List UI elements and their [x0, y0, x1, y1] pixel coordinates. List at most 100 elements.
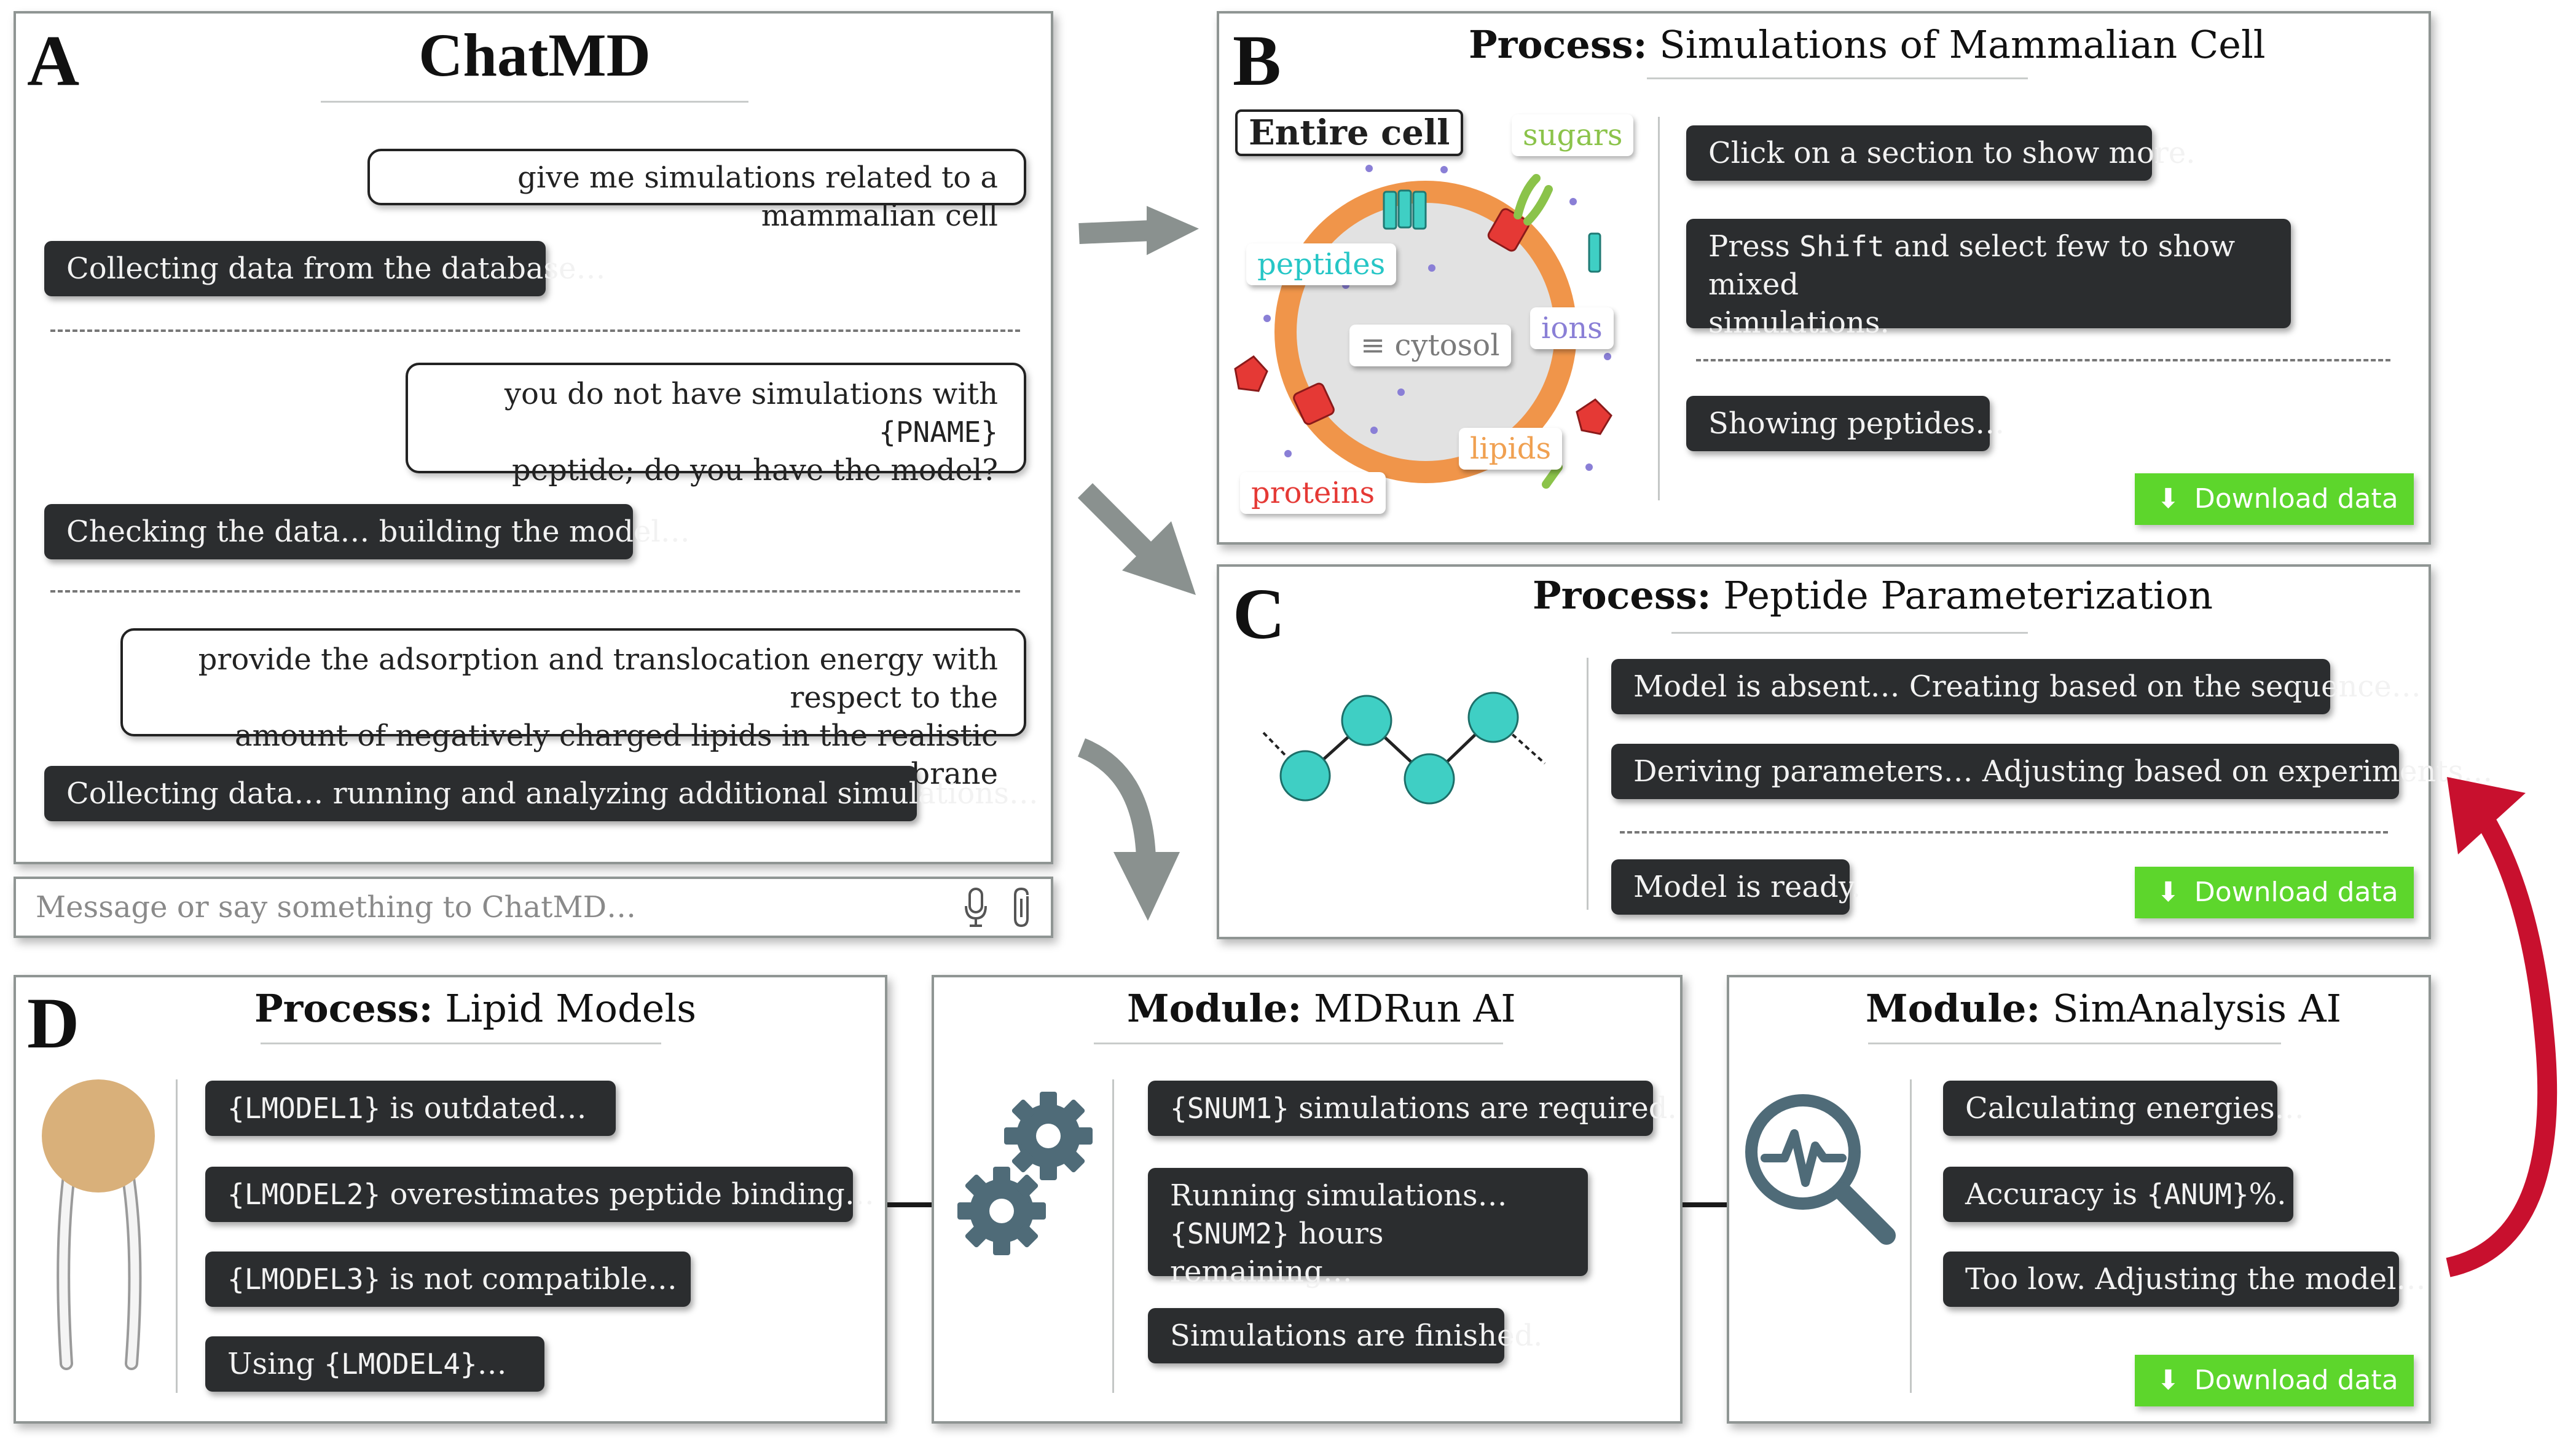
panel-b-title-rest: Simulations of Mammalian Cell — [1659, 22, 2266, 67]
calculating-energies-message: Calculating energies… — [1943, 1081, 2304, 1136]
user-message-2-line1: you do not have simulations with {PNAME} — [434, 375, 998, 451]
snum1-code: {SNUM1} — [1170, 1092, 1289, 1125]
panel-a-letter: A — [27, 20, 80, 101]
free-peptide[interactable] — [1588, 232, 1601, 273]
membrane-protein-left[interactable] — [1292, 382, 1335, 426]
sim-title-underline — [1868, 1043, 2281, 1044]
lmodel3-text: is not compatible… — [390, 1262, 677, 1296]
lmodel1-code: {LMODEL1} — [227, 1092, 381, 1125]
mdrun-title-underline — [1094, 1043, 1503, 1044]
user-message-3-line1: provide the adsorption and translocation… — [198, 642, 998, 715]
user-message-2: you do not have simulations with {PNAME}… — [406, 363, 1026, 487]
shift-select-message: Press Shift and select few to show mixed… — [1686, 219, 2291, 340]
mdrun-divider — [1112, 1079, 1114, 1393]
sugar-chain-2[interactable] — [1523, 185, 1553, 226]
panel-c-title-rest: Peptide Parameterization — [1723, 573, 2213, 618]
panel-b-title-bold: Process: — [1469, 22, 1647, 67]
download-b-label: Download data — [2194, 483, 2398, 514]
chat-title: ChatMD — [418, 21, 651, 89]
chat-separator-1 — [50, 329, 1020, 332]
membrane-channel-teal[interactable] — [1383, 189, 1427, 230]
lipid-fragment[interactable] — [1542, 463, 1563, 489]
chat-separator-2 — [50, 590, 1020, 593]
running-line2: {SNUM2} hours remaining… — [1170, 1215, 1566, 1291]
user-message-1: give me simulations related to a mammali… — [367, 149, 1026, 233]
snum1-text: simulations are required. — [1298, 1091, 1677, 1126]
peptides-label[interactable]: peptides — [1246, 243, 1397, 285]
panel-b-separator — [1696, 359, 2390, 361]
sugars-label[interactable]: sugars — [1512, 114, 1634, 156]
snum1-message: {SNUM1} simulations are required. — [1148, 1081, 1677, 1136]
microphone-icon[interactable] — [964, 888, 988, 928]
sim-title-bold: Module: — [1866, 986, 2041, 1031]
chat-input-box[interactable]: Message or say something to ChatMD… — [14, 877, 1053, 938]
shift-select-line1: Press Shift and select few to show mixed — [1708, 227, 2269, 304]
download-icon: ⬇ — [2157, 1365, 2180, 1396]
press-rest: and select few to show mixed — [1708, 229, 2236, 302]
snum2-code: {SNUM2} — [1170, 1217, 1289, 1250]
lmodel2-code: {LMODEL2} — [227, 1178, 381, 1211]
bot-message-2: Checking the data… building the model… — [44, 504, 690, 559]
ions-label[interactable]: ions — [1530, 307, 1614, 349]
lmodel2-text: overestimates peptide binding… — [390, 1177, 874, 1212]
snum2-text: hours remaining… — [1170, 1216, 1384, 1289]
press-word: Press — [1708, 229, 1790, 264]
chat-input-placeholder[interactable]: Message or say something to ChatMD… — [36, 890, 637, 925]
gears-icon — [957, 1092, 1093, 1255]
ion-dots[interactable] — [1263, 165, 1611, 471]
sim-title: Module: SimAnalysis AI — [1866, 986, 2341, 1031]
feedback-arrow — [2446, 777, 2558, 1277]
user-message-1-text: give me simulations related to a mammali… — [517, 160, 998, 233]
model-absent-message: Model is absent… Creating based on the s… — [1611, 659, 2421, 714]
model-ready-message: Model is ready. — [1611, 859, 1861, 915]
download-button-b[interactable]: ⬇ Download data — [2135, 473, 2414, 525]
sugar-chain-1[interactable] — [1514, 174, 1541, 219]
panel-c-separator — [1620, 831, 2388, 834]
connector-mdrun-sim — [1683, 1202, 1727, 1207]
download-button-c[interactable]: ⬇Download data — [2135, 867, 2414, 918]
lmodel4-pre: Using — [227, 1347, 315, 1381]
lmodel3-code: {LMODEL3} — [227, 1263, 381, 1296]
anum-code: {ANUM} — [2146, 1178, 2249, 1211]
panel-b-divider — [1658, 117, 1660, 500]
user-message-2-text: you do not have simulations with — [504, 377, 998, 411]
peptide-chain-icon — [1262, 692, 1546, 805]
cytosol-label[interactable]: ≡ cytosol — [1349, 325, 1511, 366]
running-simulations-message: Running simulations… {SNUM2} hours remai… — [1148, 1168, 1588, 1289]
panel-d-divider — [176, 1079, 178, 1393]
lmodel1-text: is outdated… — [390, 1091, 587, 1126]
free-protein-1[interactable] — [1234, 355, 1268, 392]
click-section-message: Click on a section to show more. — [1686, 125, 2196, 181]
lipids-label[interactable]: lipids — [1459, 428, 1563, 470]
download-sim-label: Download data — [2194, 1365, 2398, 1396]
panel-d-title: Process: Lipid Models — [254, 986, 696, 1031]
paperclip-icon[interactable] — [1011, 887, 1034, 928]
showing-peptides-message: Showing peptides… — [1686, 396, 2005, 451]
mdrun-title-rest: MDRun AI — [1314, 986, 1516, 1031]
lmodel2-message: {LMODEL2} overestimates peptide binding… — [205, 1167, 874, 1222]
panel-d-title-bold: Process: — [254, 986, 433, 1031]
free-protein-2[interactable] — [1576, 398, 1612, 435]
bot-message-1: Collecting data from the database… — [44, 241, 606, 296]
arrow-a-to-d — [1077, 738, 1180, 921]
shift-select-line2: simulations. — [1708, 306, 1890, 340]
proteins-label[interactable]: proteins — [1240, 472, 1386, 514]
chat-title-underline — [321, 101, 748, 103]
panel-d-title-underline — [261, 1043, 661, 1044]
accuracy-message: Accuracy is {ANUM}%. — [1943, 1167, 2293, 1222]
panel-b-letter: B — [1233, 20, 1281, 101]
lipid-icon — [42, 1079, 155, 1370]
user-message-2-line2: peptide; do you have the model? — [512, 453, 998, 487]
mdrun-title-bold: Module: — [1127, 986, 1302, 1031]
download-icon: ⬇ — [2157, 483, 2180, 514]
download-button-sim[interactable]: ⬇ Download data — [2135, 1355, 2414, 1406]
download-icon: ⬇ — [2157, 877, 2180, 908]
sim-title-rest: SimAnalysis AI — [2052, 986, 2342, 1031]
lmodel4-text: … — [477, 1347, 507, 1381]
entire-cell-button[interactable]: Entire cell — [1235, 109, 1464, 156]
arrow-a-to-b — [1078, 206, 1199, 255]
panel-b-title: Process: Simulations of Mammalian Cell — [1469, 22, 2266, 67]
lmodel4-message: Using {LMODEL4}… — [205, 1336, 544, 1392]
simulations-finished-message: Simulations are finished. — [1148, 1308, 1542, 1363]
connector-d-mdrun — [887, 1202, 932, 1207]
